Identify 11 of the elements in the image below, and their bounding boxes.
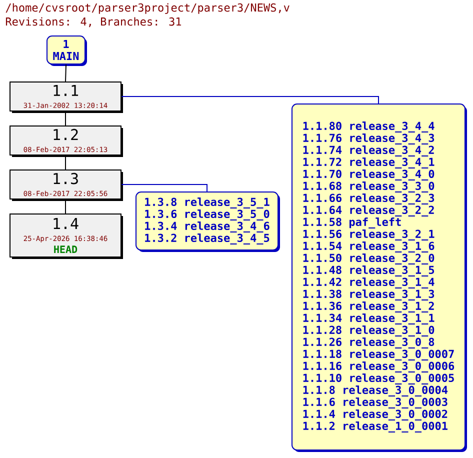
connector-line <box>65 64 66 82</box>
branch-box: 1 MAIN <box>46 36 87 66</box>
connector-line <box>65 199 66 214</box>
tag-list-box: 1.1.80 release_3_4_4 1.1.76 release_3_4_3 1.1.74 release_3_4_2 1.1.72 release_3_4_1 1.1.70 release_3_4_0 1.1.68 release_3_3_0 1.1.66 release_3_2_3 1.1.64 release_3_2_2 1.1.58 paf_left 1.1.56 release_3_2_1 1.1.54 release_3_1_6 1.1.50 release_3_2_0 1.1.48 release_3_1_5 1.1.42 release_3_1_4 1.1.38 release_3_1_3 1.1.36 release_3_1_2 1.1.34 release_3_1_1 1.1.28 release_3_1_0 1.1.26 release_3_0_8 1.1.18 release_3_0_0007 1.1.16 release_3_0_0006 1.1.10 release_3_0_0005 1.1.8 release_3_0_0004 1.1.6 release_3_0_0003 1.1.4 release_3_0_0002 1.1.2 release_1_0_0001 <box>292 104 467 452</box>
tag-list-box: 1.3.8 release_3_5_1 1.3.6 release_3_5_0 1.3.4 release_3_4_6 1.3.2 release_3_4_5 <box>136 192 280 252</box>
summary-text: Revisions: 4, Branches: 31 <box>6 17 182 28</box>
connector-line <box>121 96 379 104</box>
file-path: /home/cvsroot/parser3project/parser3/NEWS,v <box>6 3 290 14</box>
connector-line <box>65 155 66 170</box>
connector-line <box>121 184 208 192</box>
connector-line <box>65 111 66 126</box>
